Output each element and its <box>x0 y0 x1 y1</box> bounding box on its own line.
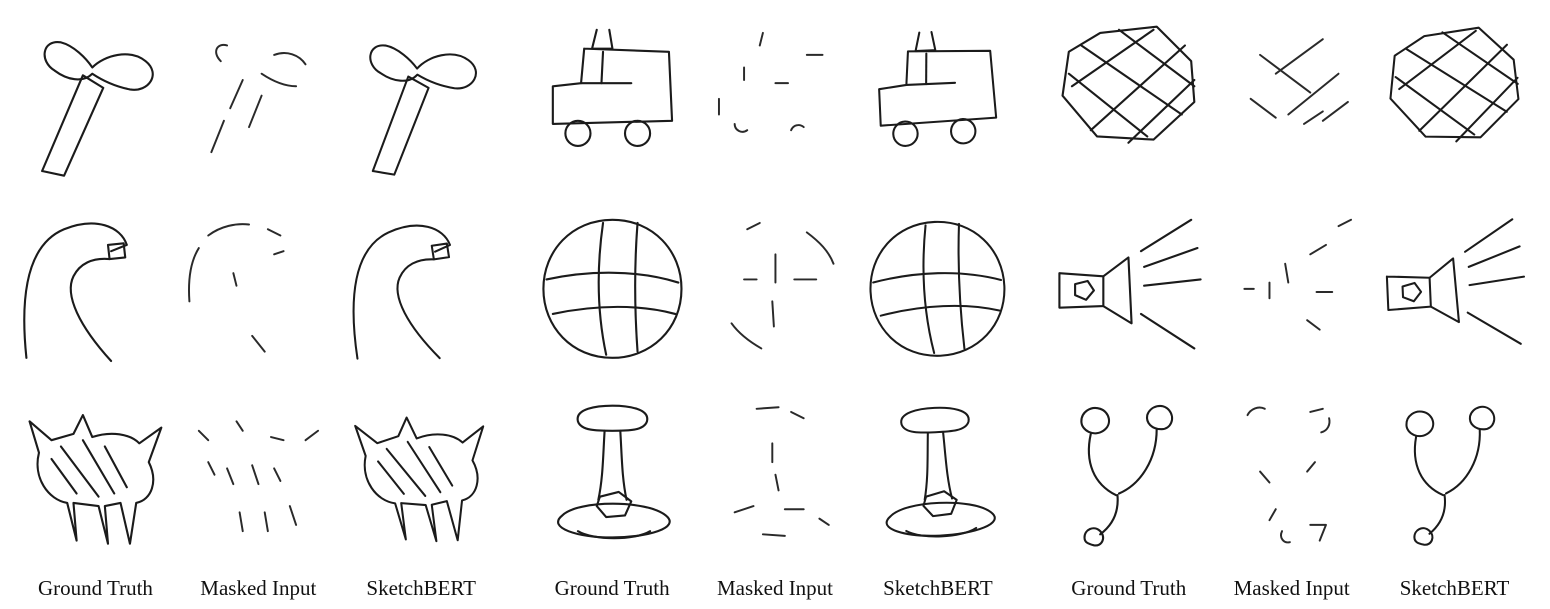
label-ground-truth: Ground Truth <box>37 576 153 600</box>
sketch-flashlight-ground-truth <box>1047 194 1210 384</box>
sketch-stethoscope-ground-truth <box>1047 383 1210 573</box>
sketch-axe-ground-truth <box>14 4 177 194</box>
sketch-arm-masked-input <box>177 194 340 384</box>
sketch-pineapple-masked-input <box>1210 4 1373 194</box>
sketch-arm-sketchbert <box>340 194 503 384</box>
label-masked-input: Masked Input <box>1233 576 1350 600</box>
sketch-cat-masked-input <box>177 383 340 573</box>
sketch-truck-ground-truth <box>531 4 694 194</box>
label-sketchbert: SketchBERT <box>366 576 476 600</box>
sketch-truck-sketchbert <box>856 4 1019 194</box>
label-sketchbert: SketchBERT <box>1399 576 1510 600</box>
sketch-flashlight-sketchbert <box>1373 194 1536 384</box>
figure-group-1: Ground Truth Masked Input SketchBERT <box>14 4 503 609</box>
sketch-pineapple-sketchbert <box>1373 4 1536 194</box>
sketch-flashlight-masked-input <box>1210 194 1373 384</box>
figure-group-2: Ground Truth Masked Input SketchBERT <box>531 4 1020 609</box>
sketch-arm-ground-truth <box>14 194 177 384</box>
sketch-axe-masked-input <box>177 4 340 194</box>
sketch-pineapple-ground-truth <box>1047 4 1210 194</box>
sketch-truck-masked-input <box>694 4 857 194</box>
label-masked-input: Masked Input <box>200 576 317 600</box>
sketch-table-masked-input <box>694 383 857 573</box>
sketch-basketball-ground-truth <box>531 194 694 384</box>
sketch-stethoscope-sketchbert <box>1373 383 1536 573</box>
sketch-cat-sketchbert <box>340 383 503 573</box>
sketch-table-sketchbert <box>856 383 1019 573</box>
label-ground-truth: Ground Truth <box>554 576 670 600</box>
label-ground-truth: Ground Truth <box>1071 576 1187 600</box>
sketch-stethoscope-masked-input <box>1210 383 1373 573</box>
sketch-basketball-sketchbert <box>856 194 1019 384</box>
sketch-table-ground-truth <box>531 383 694 573</box>
figure-group-3: Ground Truth Masked Input SketchBERT <box>1047 4 1536 609</box>
sketch-cat-ground-truth <box>14 383 177 573</box>
label-masked-input: Masked Input <box>716 576 834 600</box>
sketch-axe-sketchbert <box>340 4 503 194</box>
sketch-basketball-masked-input <box>694 194 857 384</box>
label-sketchbert: SketchBERT <box>883 576 993 600</box>
